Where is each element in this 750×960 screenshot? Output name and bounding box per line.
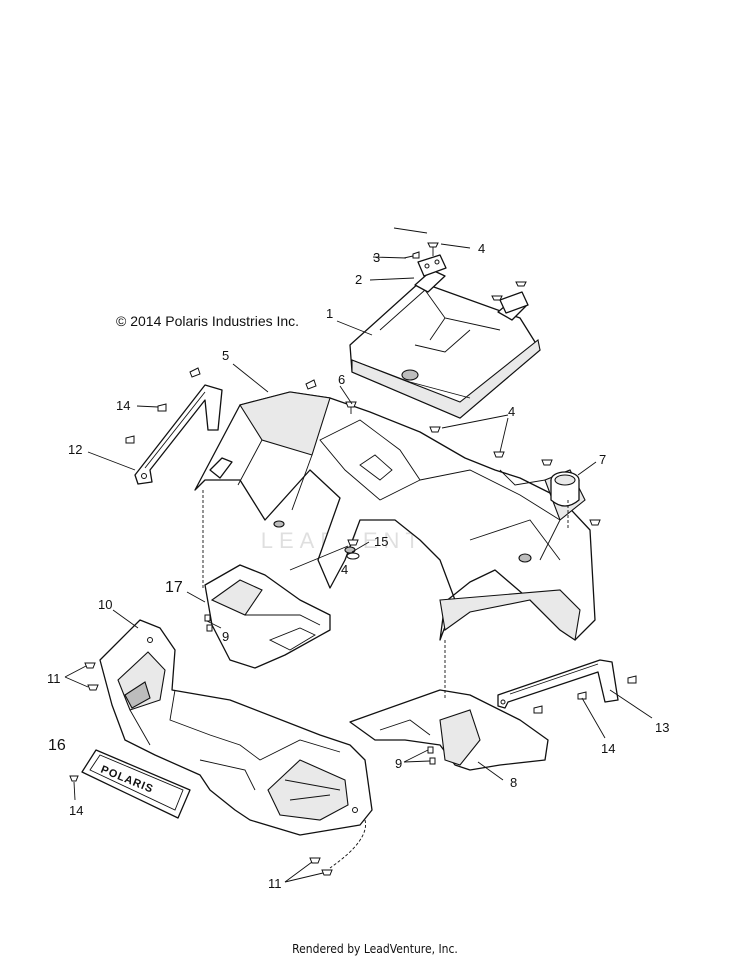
part-12-left-rail: [125, 367, 223, 485]
callout-15: 15: [374, 534, 388, 549]
callout-17: 17: [165, 579, 183, 596]
part-13-right-rail: [497, 659, 637, 714]
callout-11-left: 11: [47, 671, 61, 686]
callout-16: 16: [48, 737, 66, 754]
callout-8: 8: [510, 775, 517, 790]
part-2-hinge: [417, 254, 529, 314]
callout-4-top: 4: [478, 241, 485, 256]
part-6-bolt: [305, 379, 357, 414]
alignment-lines: [202, 490, 569, 869]
callout-6: 6: [338, 372, 345, 387]
callout-4-low: 4: [341, 562, 348, 577]
part-8-floor-panel: [349, 689, 549, 771]
part-17-inner-panel: [204, 564, 331, 669]
callout-10: 10: [98, 597, 112, 612]
callout-7: 7: [599, 452, 606, 467]
part-7-cup-insert: [550, 471, 580, 507]
footer-credit: Rendered by LeadVenture, Inc.: [292, 942, 458, 956]
callout-13: 13: [655, 720, 669, 735]
leader-lines: [64, 227, 653, 883]
fasteners-lower: [69, 614, 436, 876]
callout-3: 3: [373, 250, 380, 265]
callout-12: 12: [68, 442, 82, 457]
callout-9-left: 9: [222, 629, 229, 644]
callout-1: 1: [326, 306, 333, 321]
callout-2: 2: [355, 272, 362, 287]
part-10-front-bumper: [99, 619, 373, 836]
callout-5: 5: [222, 348, 229, 363]
callout-14-left: 14: [116, 398, 130, 413]
callout-9-right: 9: [395, 756, 402, 771]
copyright-notice: © 2014 Polaris Industries Inc.: [116, 313, 300, 329]
callout-14-bottom: 14: [69, 803, 83, 818]
callout-labels: 1 2 3 4 4 4 5 6 7 8 9 9 10 11 11 12 13 1…: [47, 241, 669, 891]
part-1-storage-lid: [349, 269, 541, 419]
callout-4-mid: 4: [508, 404, 515, 419]
callout-14-right: 14: [601, 741, 615, 756]
fasteners-mid: [346, 426, 601, 560]
fasteners-top: [403, 242, 527, 301]
callout-11-bottom: 11: [268, 876, 282, 891]
part-5-front-cab: [194, 391, 596, 641]
